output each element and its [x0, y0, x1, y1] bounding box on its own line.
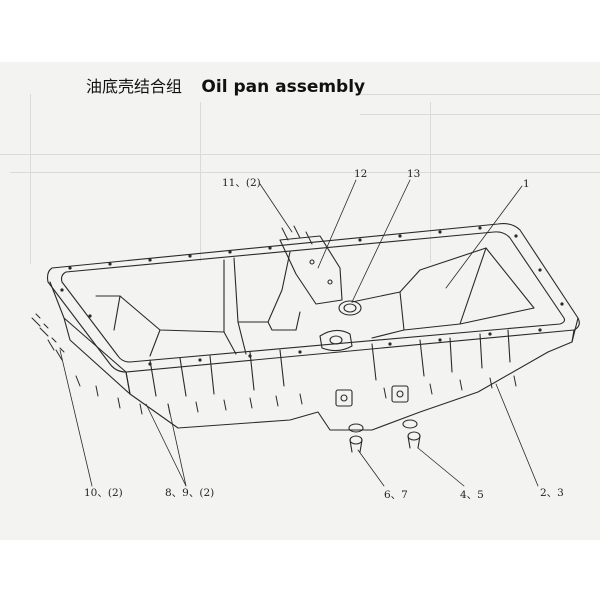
- pan-sump: [351, 247, 535, 309]
- pan-inner-wall-mid: [233, 251, 291, 323]
- leader-lines: [59, 179, 539, 487]
- pan-flange-inner: [60, 231, 566, 363]
- callout-4-5: 4、5: [460, 489, 484, 501]
- drain-boss-left: [335, 389, 353, 407]
- drain-boss-right: [391, 385, 409, 403]
- callout-8-9: 8、9、(2): [165, 487, 215, 499]
- pan-ribs: [149, 329, 511, 397]
- background-table-line: [360, 94, 600, 95]
- callout-12: 12: [354, 168, 368, 180]
- strainer-plate: [279, 235, 343, 305]
- pickup-pipe: [319, 329, 353, 352]
- gasket-ring: [338, 300, 362, 316]
- drain-plug-right: [402, 419, 421, 449]
- pan-body-front: [129, 351, 549, 431]
- page-title: 油底壳结合组 Oil pan assembly: [86, 73, 365, 97]
- drain-plug-left: [348, 423, 364, 453]
- background-table-line: [360, 114, 600, 115]
- bolts-front-row: [75, 375, 517, 415]
- callout-6-7: 6、7: [384, 489, 408, 501]
- pan-flange-outer: [46, 223, 580, 373]
- drawing-sheet: [0, 62, 600, 540]
- title-chinese: 油底壳结合组: [86, 77, 183, 96]
- callout-1: 1: [523, 178, 530, 190]
- title-english: Oil pan assembly: [201, 77, 366, 97]
- flange-bolt-holes: [60, 226, 564, 366]
- callout-10: 10、(2): [84, 487, 123, 499]
- background-table-line: [30, 94, 31, 264]
- bolts-strainer: [281, 225, 313, 245]
- callout-13: 13: [407, 168, 421, 180]
- bolts-left: [31, 313, 65, 361]
- background-table-line: [0, 154, 600, 155]
- background-table-line: [200, 102, 201, 262]
- background-table-line: [430, 102, 431, 262]
- callout-2-3: 2、3: [540, 487, 564, 499]
- background-table-line: [10, 172, 600, 173]
- callout-11: 11、(2): [222, 177, 261, 189]
